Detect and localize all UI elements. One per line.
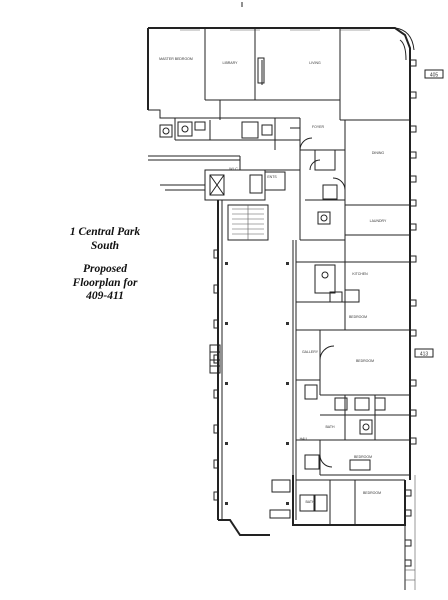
- corridor-lines: [148, 155, 241, 191]
- marker-lower: 413: [414, 348, 434, 358]
- label-wic: W.I.C.: [229, 167, 239, 171]
- marker-lower-label: 413: [420, 352, 429, 358]
- marker-upper: 405: [424, 69, 444, 79]
- title-line-5: 409-411: [86, 290, 124, 302]
- title-line-4: Floorplan for: [72, 276, 138, 289]
- label-hall: HALL: [300, 437, 309, 441]
- label-bedroom-2: BEDROOM: [354, 455, 372, 459]
- room-labels: MASTER BEDROOM LIBRARY LIVING DINING FOY…: [159, 57, 387, 504]
- title-line-3: Proposed: [82, 263, 128, 275]
- right-tower-rooms: [296, 261, 410, 476]
- tower-block: [209, 200, 297, 536]
- label-bedroom-1: BEDROOM: [356, 359, 374, 363]
- label-living: LIVING: [309, 61, 321, 65]
- label-laundry: LAUNDRY: [370, 219, 387, 223]
- title-line-1: 1 Central Park: [69, 226, 141, 238]
- title-block: 1 Central Park South Proposed Floorplan …: [40, 226, 170, 304]
- label-gallery: GALLERY: [302, 350, 319, 354]
- label-bedroom-3: BEDROOM: [363, 491, 381, 495]
- label-kitchen: KITCHEN: [352, 272, 368, 276]
- label-bedroom-4: BEDROOM: [349, 315, 367, 319]
- label-library: LIBRARY: [223, 61, 239, 65]
- central-rooms: [299, 120, 410, 262]
- label-foyer: FOYER: [312, 125, 325, 129]
- label-bath: BATH: [325, 425, 335, 429]
- marker-upper-label: 405: [430, 73, 439, 79]
- elevator-core: [204, 169, 300, 201]
- label-bath-2: BATH: [305, 500, 315, 504]
- top-wing-walls: [147, 27, 417, 480]
- bottom-wing: [269, 475, 416, 590]
- top-wing-rooms: [159, 28, 410, 151]
- columns: [225, 262, 289, 505]
- label-ents: ENTS: [267, 175, 277, 179]
- label-master-bedroom: MASTER BEDROOM: [159, 57, 193, 61]
- label-dining: DINING: [372, 151, 385, 155]
- title-line-2: South: [90, 239, 120, 252]
